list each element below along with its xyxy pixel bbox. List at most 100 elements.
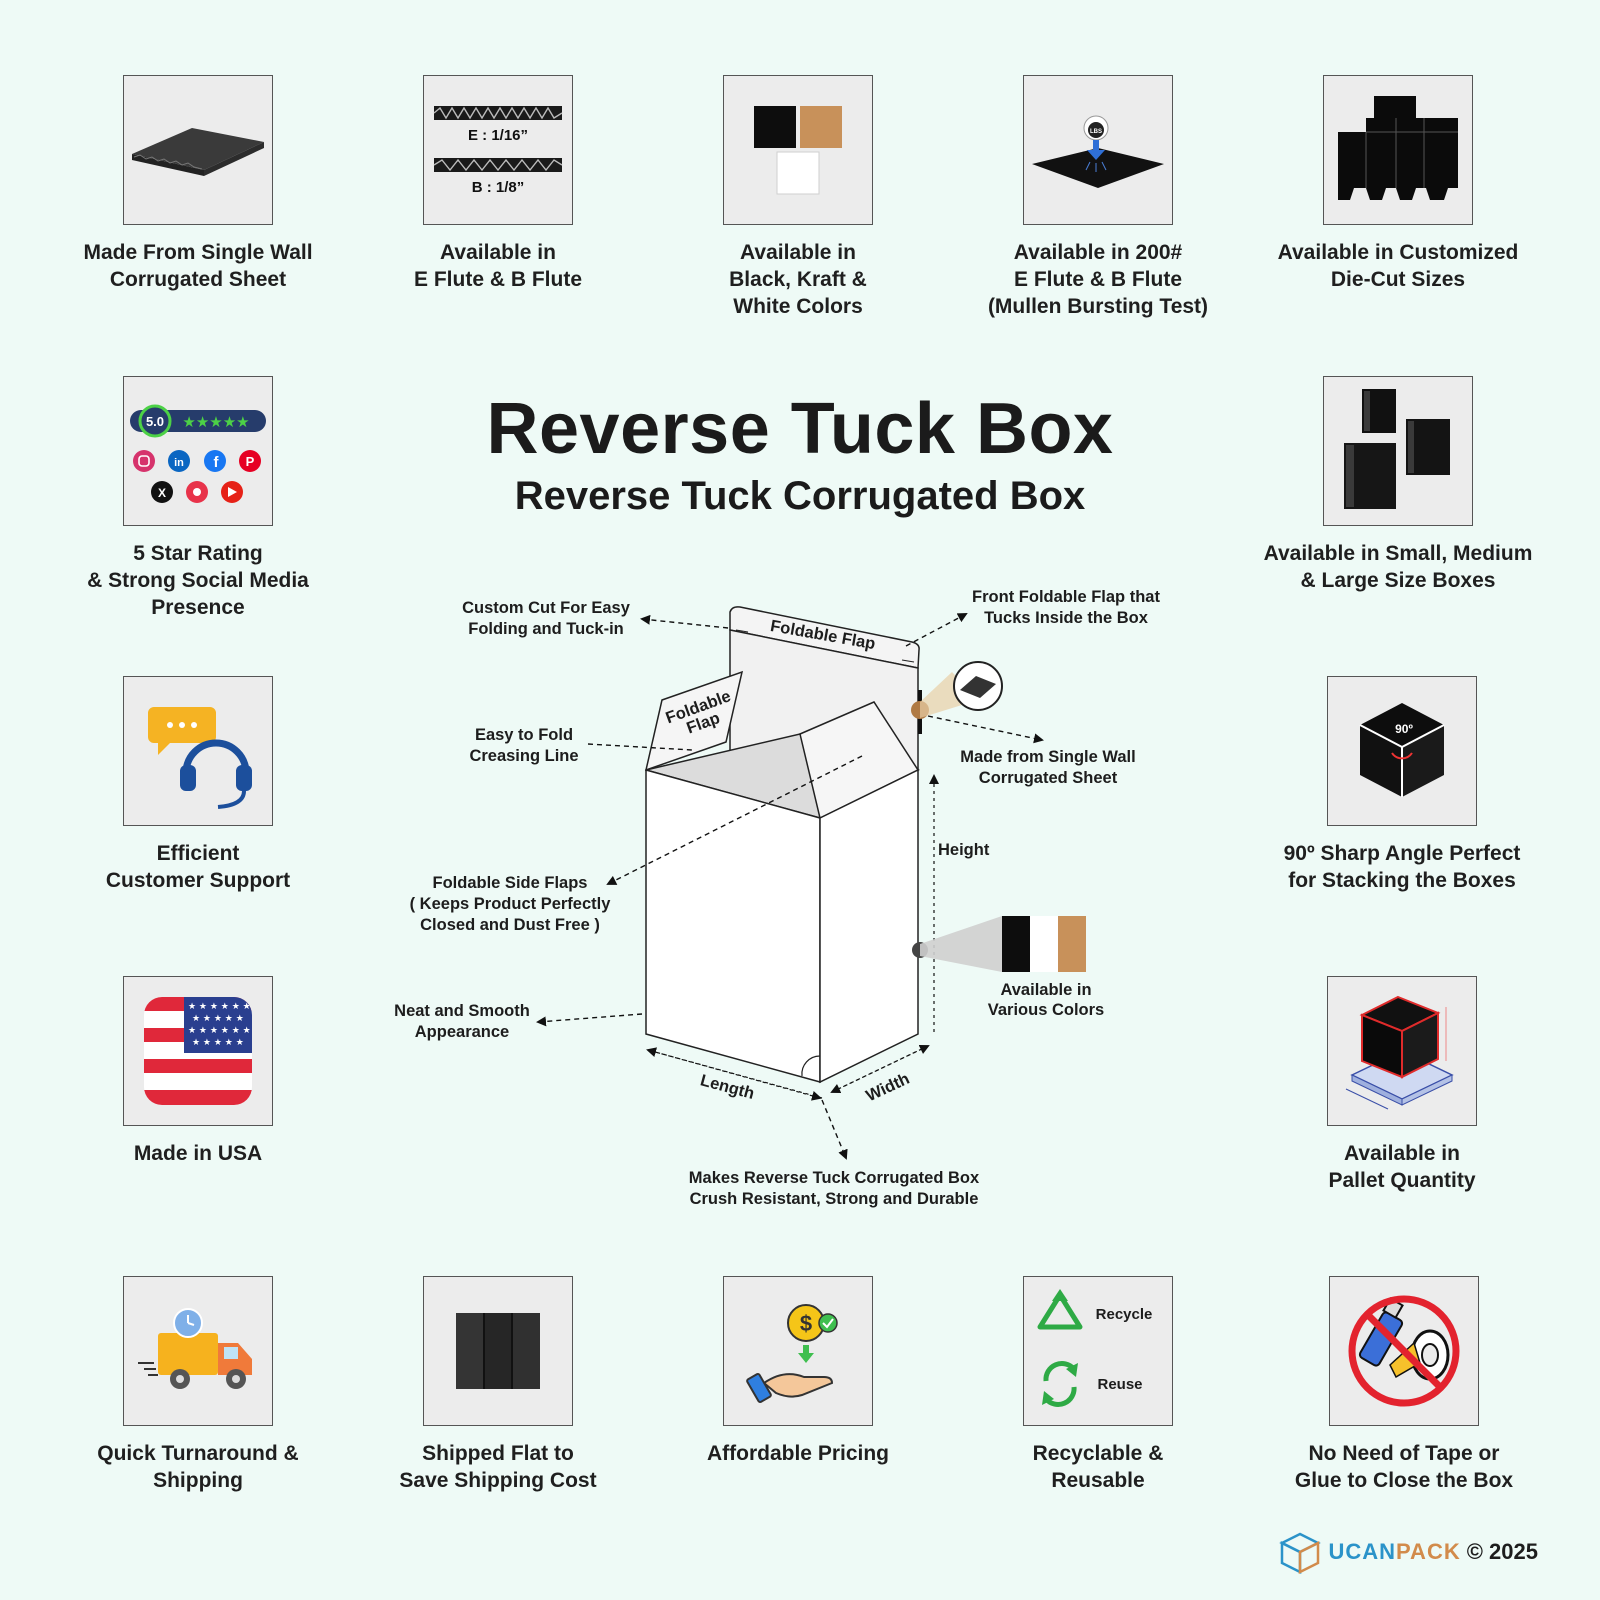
feature-die-cut: Available in Customized Die-Cut Sizes <box>1238 75 1558 293</box>
feature-colors: Available in Black, Kraft & White Colors <box>638 75 958 320</box>
svg-text:X: X <box>158 486 166 500</box>
various-colors-label-1: Available in <box>1000 981 1091 999</box>
side-flaps-label-1: Foldable Side Flaps <box>433 874 588 892</box>
star-icons: ★★★★★ <box>182 413 249 431</box>
feature-label: Available in 200# E Flute & B Flute (Mul… <box>987 241 1209 318</box>
feature-pricing: $ Affordable Pricing <box>638 1276 958 1467</box>
feature-label: Available in E Flute & B Flute <box>414 241 582 291</box>
feature-flat: Shipped Flat to Save Shipping Cost <box>338 1276 658 1494</box>
feature-recycle: Recycle Reuse Recyclable & Reusable <box>938 1276 1258 1494</box>
feature-label: Shipped Flat to Save Shipping Cost <box>399 1442 597 1492</box>
feature-no-tape: No Need of Tape or Glue to Close the Box <box>1244 1276 1564 1494</box>
feature-sizes: Available in Small, Medium & Large Size … <box>1238 376 1558 594</box>
svg-text:★ ★ ★ ★ ★ ★: ★ ★ ★ ★ ★ ★ <box>188 1026 251 1036</box>
box-side-face <box>819 768 919 1084</box>
svg-text:P: P <box>246 454 255 469</box>
no-tape-glue-icon <box>1329 1276 1479 1426</box>
brand-name-ucan: UCAN <box>1328 1539 1397 1564</box>
swatch-kraft <box>1058 916 1086 972</box>
feature-label: Quick Turnaround & Shipping <box>97 1442 299 1492</box>
height-label: Height <box>938 841 990 859</box>
reuse-label: Reuse <box>1097 1376 1142 1393</box>
svg-text:f: f <box>214 454 220 471</box>
ucanpack-logo-icon <box>1279 1532 1322 1574</box>
b-flute-label: B : 1/8” <box>472 179 525 196</box>
feature-usa: ★ ★ ★ ★ ★ ★ ★ ★ ★ ★ ★ ★ ★ ★ ★ ★ ★ ★ ★ ★ … <box>38 976 358 1167</box>
angle-90-label: 90º <box>1395 722 1413 736</box>
feature-label: Available in Small, Medium & Large Size … <box>1263 542 1533 592</box>
length-label: Length <box>698 1071 756 1103</box>
back-tuck-flap <box>729 606 920 669</box>
pallet-box-icon <box>1327 976 1477 1126</box>
recycle-reuse-icon: Recycle Reuse <box>1023 1276 1173 1426</box>
single-wall-label-1: Made from Single Wall <box>960 748 1135 766</box>
feature-label: Efficient Customer Support <box>105 842 291 892</box>
single-wall-label-2: Corrugated Sheet <box>979 769 1118 787</box>
feature-support: Efficient Customer Support <box>38 676 358 894</box>
svg-text:★ ★ ★ ★ ★: ★ ★ ★ ★ ★ <box>192 1038 244 1048</box>
swatch-white <box>1030 916 1058 972</box>
svg-text:$: $ <box>800 1311 812 1336</box>
page-title: Reverse Tuck Box <box>486 389 1114 469</box>
color-swatch-icon <box>723 75 873 225</box>
side-flap-left <box>644 670 744 772</box>
affordable-price-icon: $ <box>723 1276 873 1426</box>
feature-label: Made From Single Wall Corrugated Sheet <box>83 241 313 291</box>
page-subtitle: Reverse Tuck Corrugated Box <box>514 474 1086 518</box>
svg-text:★ ★ ★ ★ ★: ★ ★ ★ ★ ★ <box>192 1014 244 1024</box>
rating-social-icon: 5.0 ★★★★★ in f P X <box>123 376 273 526</box>
side-flaps-label-3: Closed and Dust Free ) <box>420 916 600 934</box>
feature-label: Available in Customized Die-Cut Sizes <box>1277 241 1519 291</box>
delivery-truck-icon <box>123 1276 273 1426</box>
lbs-label: LBS <box>1090 129 1102 135</box>
side-flaps-label-2: ( Keeps Product Perfectly <box>410 895 612 913</box>
crush-label-1: Makes Reverse Tuck Corrugated Box <box>689 1169 980 1187</box>
usa-flag-icon: ★ ★ ★ ★ ★ ★ ★ ★ ★ ★ ★ ★ ★ ★ ★ ★ ★ ★ ★ ★ … <box>123 976 273 1126</box>
feature-label: 90º Sharp Angle Perfect for Stacking the… <box>1283 842 1521 892</box>
front-flap-label-1: Front Foldable Flap that <box>972 588 1160 606</box>
crease-label-2: Creasing Line <box>469 747 578 765</box>
flat-box-stack-icon <box>423 1276 573 1426</box>
feature-flutes: E : 1/16” B : 1/8” Available in E Flute … <box>338 75 658 293</box>
feature-label: Available in Pallet Quantity <box>1328 1142 1476 1192</box>
feature-label: No Need of Tape or Glue to Close the Box <box>1294 1442 1514 1492</box>
swatch-black <box>1002 916 1030 972</box>
crease-label-1: Easy to Fold <box>475 726 573 744</box>
smooth-label-2: Appearance <box>415 1023 509 1041</box>
box-front-face <box>645 769 821 1083</box>
crush-label-2: Crush Resistant, Strong and Durable <box>690 1190 979 1208</box>
svg-text:★ ★ ★ ★ ★ ★: ★ ★ ★ ★ ★ ★ <box>188 1002 251 1012</box>
recycle-label: Recycle <box>1096 1306 1153 1323</box>
feature-rating: 5.0 ★★★★★ in f P X 5 Star Rating & Stron… <box>38 376 358 621</box>
rating-value: 5.0 <box>146 414 164 429</box>
flute-profile-icon: E : 1/16” B : 1/8” <box>423 75 573 225</box>
feature-mullen: LBS Available in 200# E Flute & B Flute … <box>938 75 1258 320</box>
feature-label: Affordable Pricing <box>706 1442 890 1465</box>
svg-text:in: in <box>174 457 184 469</box>
headset-support-icon <box>123 676 273 826</box>
corrugated-sheet-icon <box>123 75 273 225</box>
die-cut-template-icon <box>1323 75 1473 225</box>
brand-name-pack: PACK <box>1396 1539 1461 1564</box>
feature-single-wall: Made From Single Wall Corrugated Sheet <box>38 75 358 293</box>
feature-label: 5 Star Rating & Strong Social Media Pres… <box>87 542 309 619</box>
smooth-label-1: Neat and Smooth <box>394 1002 530 1020</box>
various-colors-label-2: Various Colors <box>988 1001 1104 1019</box>
front-flap-label-2: Tucks Inside the Box <box>984 609 1149 627</box>
feature-angle: 90º 90º Sharp Angle Perfect for Stacking… <box>1242 676 1562 894</box>
width-label: Width <box>863 1070 912 1106</box>
feature-pallet: Available in Pallet Quantity <box>1242 976 1562 1194</box>
copyright: © 2025 <box>1466 1539 1538 1564</box>
custom-cut-label-2: Folding and Tuck-in <box>468 620 624 638</box>
feature-turnaround: Quick Turnaround & Shipping <box>38 1276 358 1494</box>
feature-label: Available in Black, Kraft & White Colors <box>729 241 867 318</box>
cube-90-degree-icon: 90º <box>1327 676 1477 826</box>
custom-cut-label-1: Custom Cut For Easy <box>462 599 631 617</box>
feature-label: Recyclable & Reusable <box>1032 1442 1164 1492</box>
box-sizes-icon <box>1323 376 1473 526</box>
e-flute-label: E : 1/16” <box>468 127 528 144</box>
burst-test-icon: LBS <box>1023 75 1173 225</box>
feature-label: Made in USA <box>133 1142 263 1165</box>
